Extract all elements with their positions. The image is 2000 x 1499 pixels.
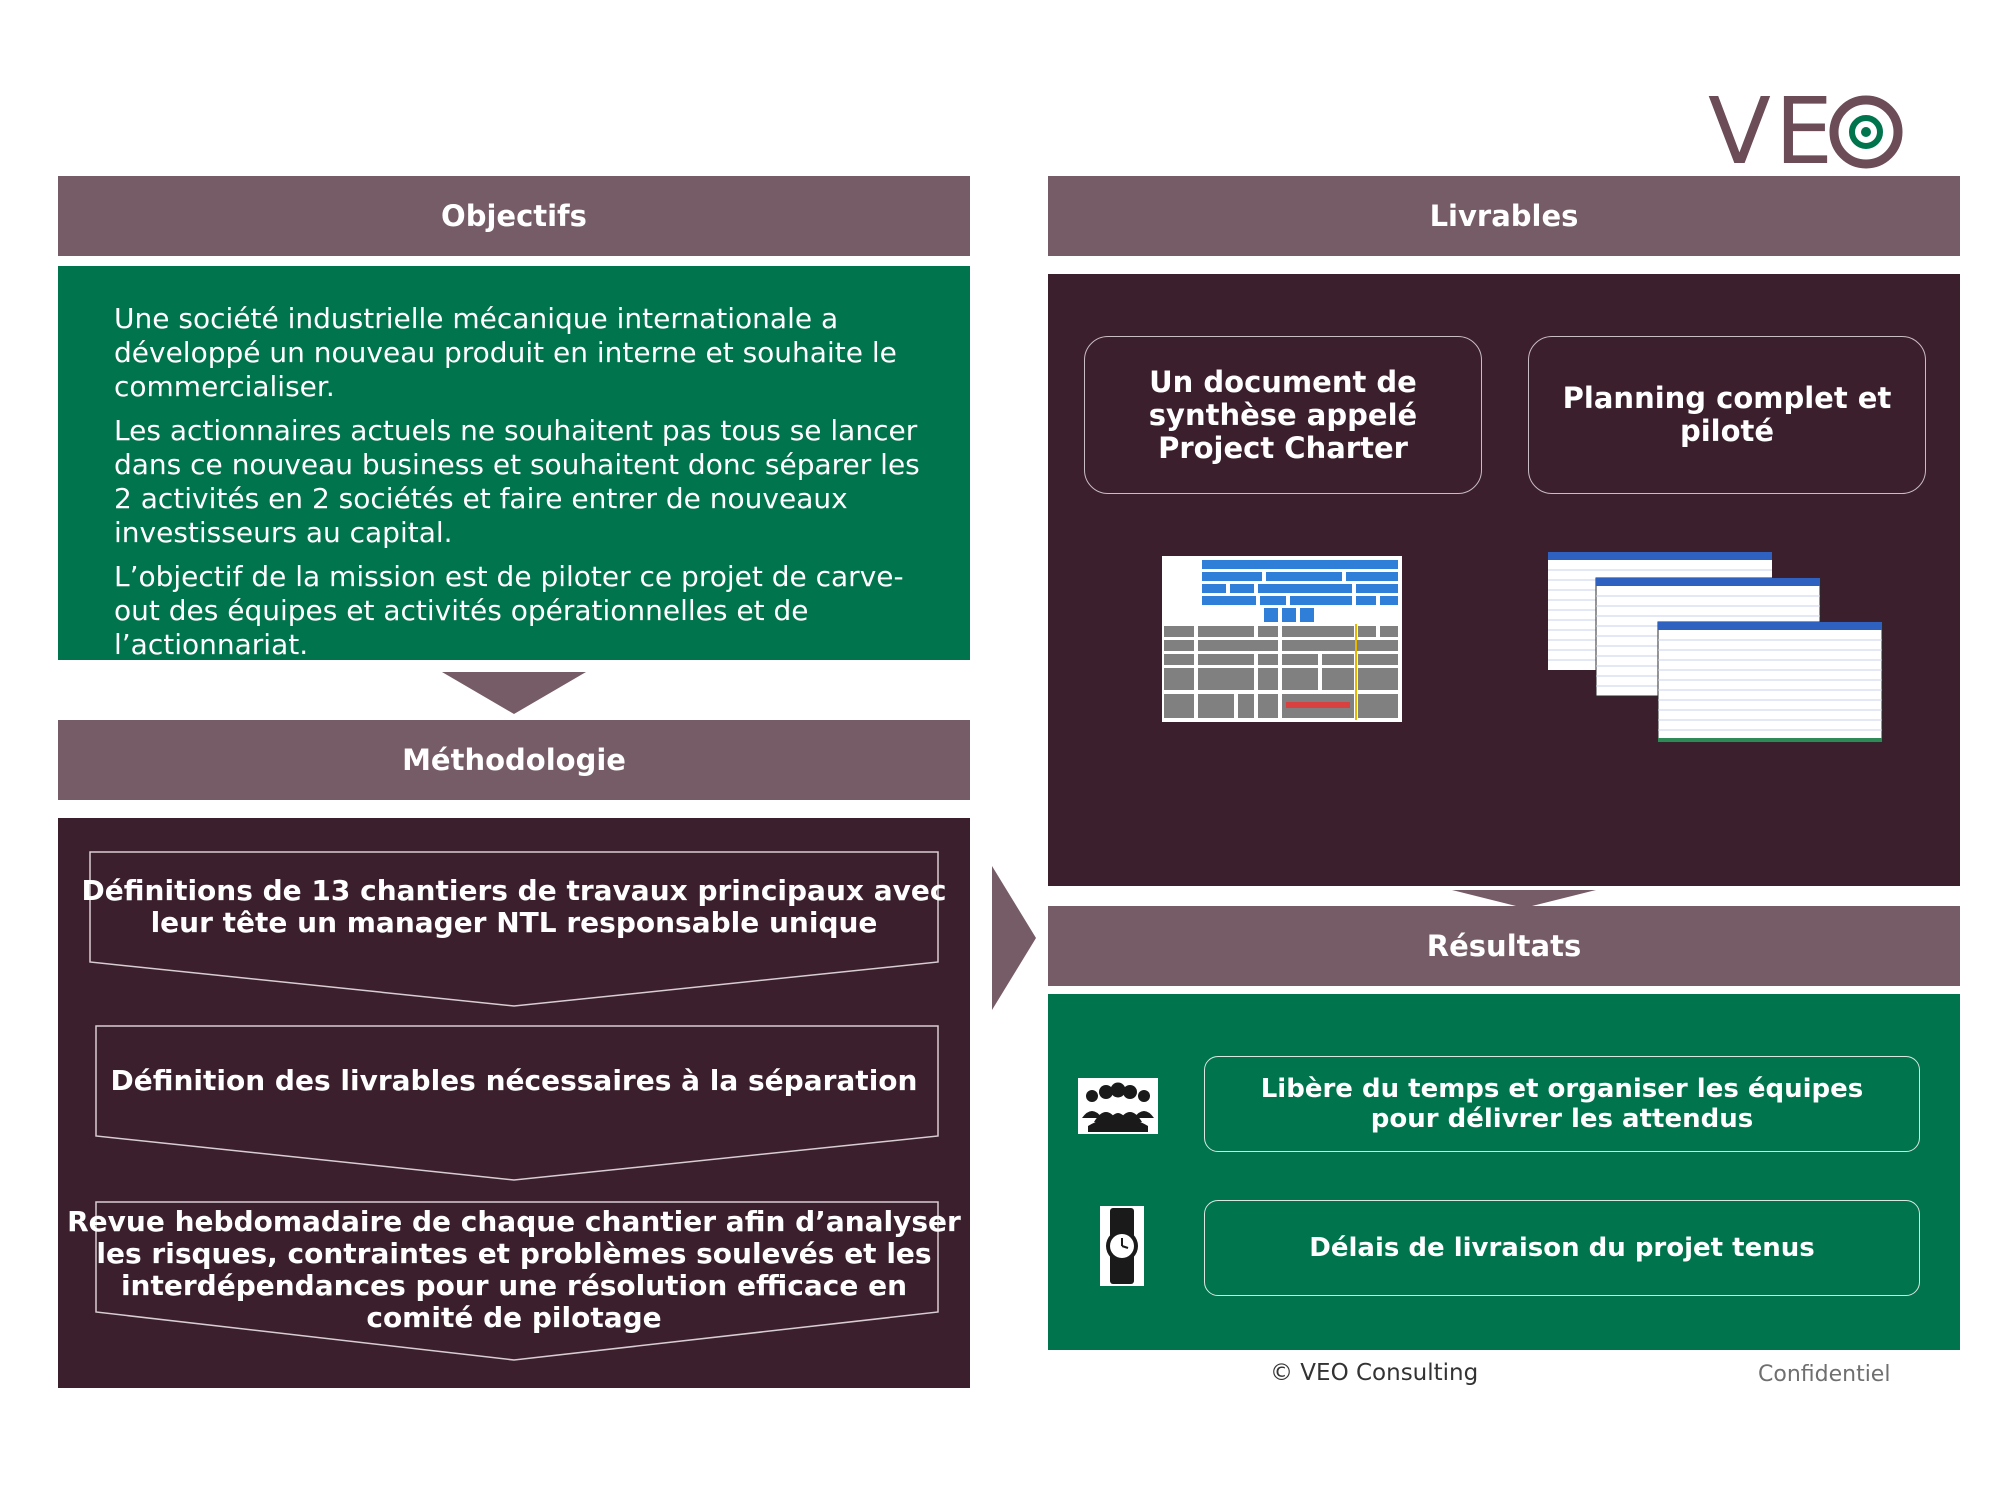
methodologie-step: Définition des livrables nécessaires à l… [58,1024,970,1184]
objectifs-header: Objectifs [58,176,970,256]
objectifs-paragraph: L’objectif de la mission est de piloter … [114,560,904,661]
resultat-card: Délais de livraison du projet tenus [1204,1200,1920,1296]
watch-icon [1100,1206,1144,1286]
footer-copyright: © VEO Consulting [1270,1360,1479,1386]
livrable-card: Un document de synthèse appelé Project C… [1084,336,1482,494]
resultat-card: Libère du temps et organiser les équipes… [1204,1056,1920,1152]
resultats-body: Libère du temps et organiser les équipes… [1048,994,1960,1350]
livrable-card-text: Un document de synthèse appelé Project C… [1148,364,1418,465]
livrables-body: Un document de synthèse appelé Project C… [1048,274,1960,886]
objectifs-paragraph: Les actionnaires actuels ne souhaitent p… [114,414,920,549]
veo-logo-text: VE [1708,78,1838,185]
objectifs-title: Objectifs [441,199,587,233]
livrable-card: Planning complet et piloté [1528,336,1926,494]
resultats-title: Résultats [1426,929,1582,963]
livrables-header: Livrables [1048,176,1960,256]
livrables-title: Livrables [1429,199,1579,233]
project-charter-thumbnail [1162,556,1402,722]
chevron-shape-icon [95,1025,939,1181]
veo-logo: VE [1708,86,1908,178]
methodologie-step-text: Définition des livrables nécessaires à l… [110,1064,918,1097]
methodologie-header: Méthodologie [58,720,970,800]
livrable-card-text: Planning complet et piloté [1562,381,1892,448]
down-arrow-icon [442,672,586,714]
objectifs-body: Une société industrielle mécanique inter… [58,266,970,661]
chevron-shape-icon [89,851,939,1007]
resultats-header: Résultats [1048,906,1960,986]
methodologie-title: Méthodologie [402,743,626,777]
methodologie-step-text: Définitions de 13 chantiers de travaux p… [81,874,947,939]
resultat-card-text: Délais de livraison du projet tenus [1309,1233,1815,1263]
right-arrow-icon [992,866,1036,1010]
planning-thumbnail [1548,552,1883,743]
objectifs-paragraph: Une société industrielle mécanique inter… [114,302,897,403]
resultat-card-text: Libère du temps et organiser les équipes… [1260,1074,1864,1134]
footer-confidential: Confidentiel [1758,1362,1891,1387]
methodologie-step: Revue hebdomadaire de chaque chantier af… [58,1200,970,1370]
down-arrow-icon [1452,890,1596,908]
chevron-shape-icon [95,1201,939,1361]
team-icon [1078,1078,1158,1134]
methodologie-body: Définitions de 13 chantiers de travaux p… [58,818,970,1388]
veo-logo-o-icon [1829,95,1903,169]
methodologie-step: Définitions de 13 chantiers de travaux p… [58,850,970,1010]
methodologie-step-text: Revue hebdomadaire de chaque chantier af… [67,1205,961,1334]
